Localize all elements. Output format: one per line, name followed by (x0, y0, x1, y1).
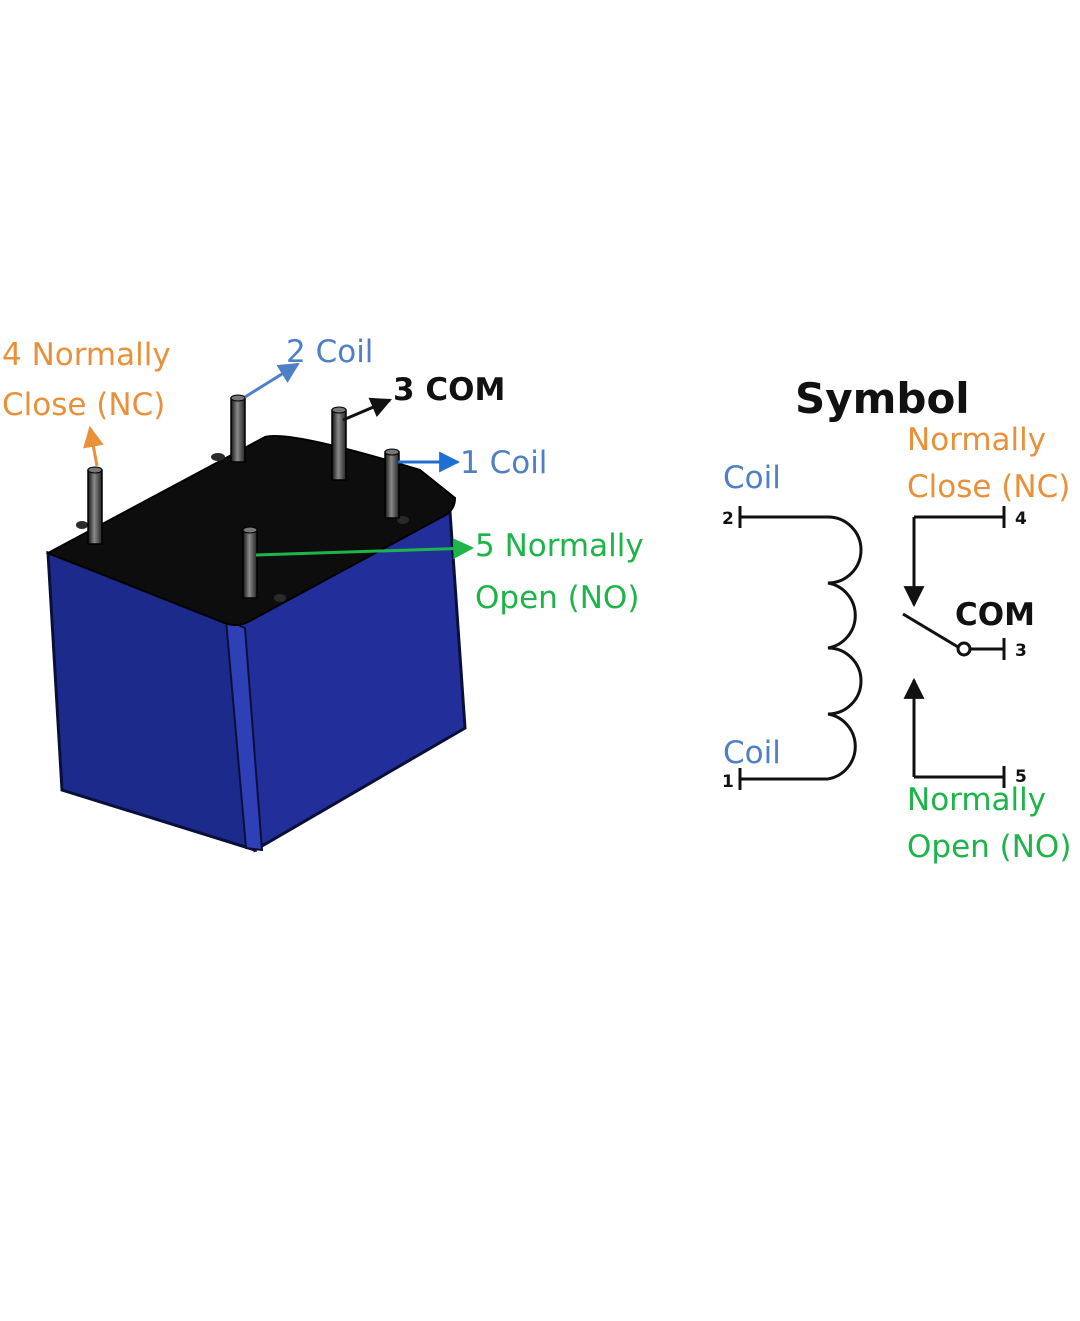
label-pin5-line1: 5 Normally (475, 528, 644, 564)
symbol-nc-line2: Close (NC) (907, 469, 1070, 505)
label-pin4-line2: Close (NC) (2, 387, 165, 423)
pin-1 (384, 451, 400, 519)
pin-3-tip (331, 406, 347, 414)
top-bump (274, 594, 286, 602)
pin-4 (87, 469, 103, 545)
relay-body (45, 434, 467, 853)
symbol-pin-3: 3 (1015, 641, 1027, 661)
pin-1-tip (384, 448, 400, 456)
symbol-pin-1: 1 (722, 772, 734, 792)
label-pin3: 3 COM (393, 372, 505, 408)
label-pin1: 1 Coil (460, 445, 547, 481)
symbol-pin-5: 5 (1015, 767, 1027, 787)
symbol-coil-top-label: Coil (723, 460, 781, 496)
symbol-switch (902, 506, 1006, 788)
symbol-com-label: COM (955, 597, 1035, 633)
top-bump (211, 453, 225, 461)
symbol-pin-2: 2 (722, 509, 734, 529)
arrow-pin5 (255, 538, 475, 560)
top-bump (76, 521, 88, 529)
top-bump (397, 516, 409, 524)
pin-pointer-arrows (83, 362, 475, 560)
symbol-coil-bottom-label: Coil (723, 735, 781, 771)
pin-2-tip (230, 394, 246, 402)
pin-5-tip (242, 526, 258, 534)
relay-symbol: Symbol Coil Coil Normally Close (NC) COM… (722, 374, 1071, 865)
arrow-pin2 (244, 362, 300, 399)
symbol-title: Symbol (795, 374, 970, 423)
relay-labels: 4 Normally Close (NC) 2 Coil 3 COM 1 Coi… (2, 334, 644, 616)
pin-5 (242, 529, 258, 599)
arrow-pin3 (342, 397, 392, 422)
label-pin4-line1: 4 Normally (2, 337, 171, 373)
symbol-no-line2: Open (NO) (907, 829, 1071, 865)
symbol-nc-line1: Normally (907, 422, 1046, 458)
label-pin2: 2 Coil (286, 334, 373, 370)
pin-2 (230, 397, 246, 463)
relay-pins (87, 394, 400, 599)
symbol-pin-4: 4 (1015, 509, 1027, 529)
label-pin5-line2: Open (NO) (475, 580, 639, 616)
arrow-pin4 (83, 425, 104, 467)
symbol-no-line1: Normally (907, 782, 1046, 818)
symbol-coil (738, 506, 863, 790)
pin-4-tip (87, 466, 103, 474)
